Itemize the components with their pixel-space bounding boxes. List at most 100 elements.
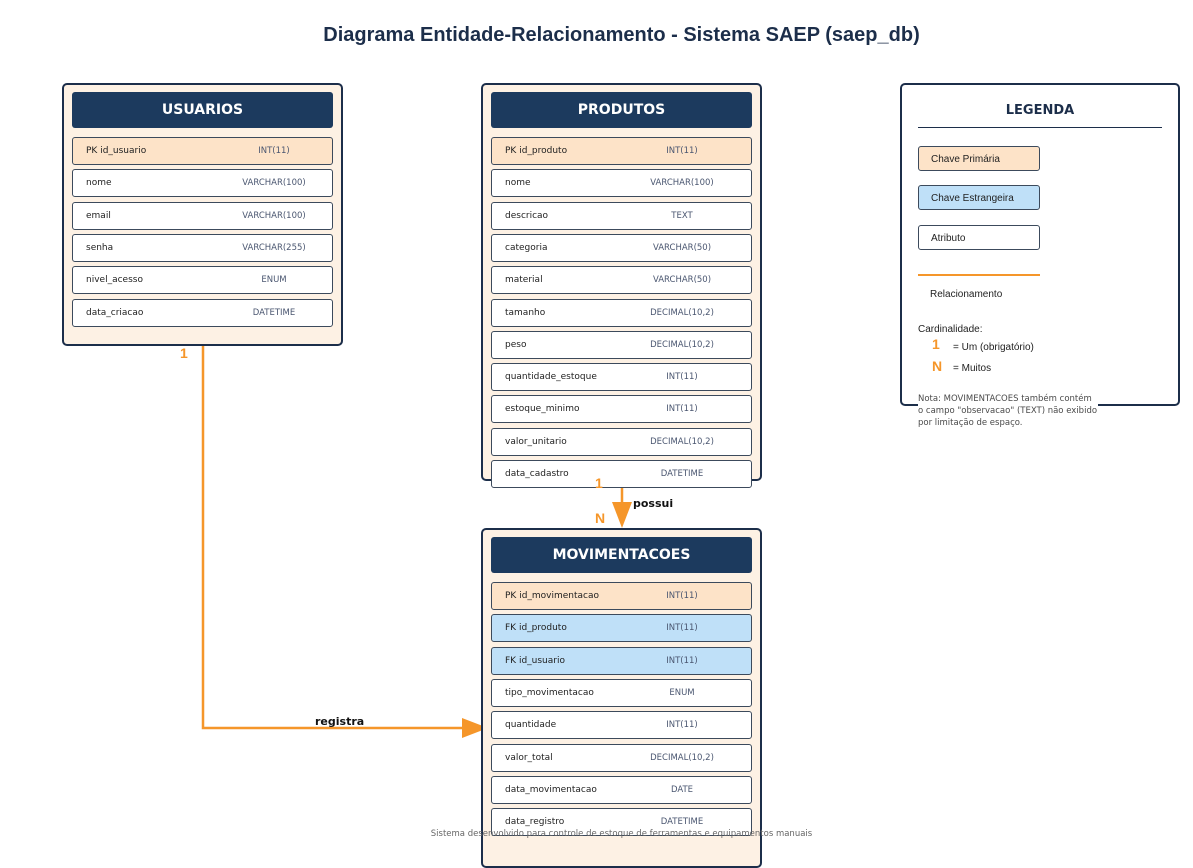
legend-cardinality-label: Cardinalidade: (918, 324, 983, 335)
attribute-type: DECIMAL(10,2) (650, 436, 714, 447)
attribute-name: PK id_movimentacao (505, 591, 600, 601)
legend-divider (918, 127, 1162, 128)
relationship-label-registra: registra (315, 715, 365, 728)
attribute-name: valor_total (505, 752, 553, 763)
attribute-row[interactable]: senha VARCHAR(255) (72, 233, 333, 262)
attribute-name: quantidade (505, 720, 557, 731)
cardinality-produtos-one: 1 (595, 475, 603, 491)
arrowhead-registra (462, 718, 488, 738)
attribute-type: INT(11) (666, 404, 698, 415)
diagram-title: Diagrama Entidade-Relacionamento - Siste… (323, 24, 920, 46)
attribute-type: VARCHAR(50) (652, 242, 712, 253)
cardinality-usuarios-one: 1 (180, 345, 188, 361)
attribute-row[interactable]: quantidade_estoque INT(11) (491, 363, 752, 392)
attribute-type: DATETIME (252, 307, 296, 318)
attribute-row[interactable]: valor_unitario DECIMAL(10,2) (491, 427, 752, 456)
entity-header: PRODUTOS (491, 92, 752, 128)
attribute-type: DECIMAL(10,2) (650, 752, 714, 763)
attribute-type: INT(11) (666, 623, 698, 634)
attribute-name: data_registro (505, 817, 565, 828)
attribute-name: data_criacao (86, 307, 144, 318)
attribute-name: quantidade_estoque (505, 372, 597, 383)
primary-key-row[interactable]: PK id_usuario INT(11) (72, 137, 333, 165)
footer-text: Sistema desenvolvido para controle de es… (430, 829, 813, 839)
attribute-type: INT(11) (666, 591, 698, 601)
attribute-type: ENUM (669, 687, 695, 698)
attribute-name: nivel_acesso (86, 275, 143, 286)
legend-title: LEGENDA (1005, 103, 1075, 118)
attribute-type: DATE (670, 784, 694, 795)
attribute-type: ENUM (261, 275, 287, 286)
attribute-name: peso (505, 339, 527, 350)
cardinality-movimentacoes-many: N (595, 510, 606, 526)
attribute-name: valor_unitario (505, 436, 567, 447)
relationship-label-possui: possui (633, 497, 674, 510)
relationship-line-registra (201, 345, 462, 730)
attribute-type: TEXT (671, 210, 693, 221)
attribute-row[interactable]: quantidade INT(11) (491, 711, 752, 740)
attribute-row[interactable]: descricao TEXT (491, 201, 752, 230)
attribute-row[interactable]: data_movimentacao DATE (491, 775, 752, 804)
attribute-name: senha (86, 242, 114, 253)
attribute-type: INT(11) (666, 372, 698, 383)
attribute-row[interactable]: peso DECIMAL(10,2) (491, 330, 752, 359)
attribute-type: VARCHAR(50) (652, 275, 712, 286)
attribute-row[interactable]: data_criacao DATETIME (72, 298, 333, 327)
legend-one-text: = Um (obrigatório) (953, 342, 1034, 353)
attribute-name: PK id_usuario (86, 146, 147, 156)
attribute-row[interactable]: estoque_minimo INT(11) (491, 395, 752, 424)
attribute-type: INT(11) (666, 720, 698, 731)
legend-many-symbol: N (932, 358, 943, 374)
legend-relationship-line (918, 274, 1040, 276)
attribute-type: DECIMAL(10,2) (650, 307, 714, 318)
legend-panel: LEGENDA Chave Primária Chave Estrangeira… (900, 83, 1180, 406)
attribute-name: FK id_usuario (505, 655, 565, 666)
attribute-name: estoque_minimo (505, 404, 580, 415)
attribute-type: VARCHAR(100) (650, 178, 714, 189)
attribute-type: DATETIME (660, 817, 704, 828)
attribute-row[interactable]: nivel_acesso ENUM (72, 266, 333, 295)
arrowhead-possui (612, 502, 632, 528)
attribute-row[interactable]: tipo_movimentacao ENUM (491, 678, 752, 707)
legend-note: Nota: MOVIMENTACOES também contém o camp… (918, 393, 1098, 429)
attribute-name: email (86, 210, 111, 221)
attribute-name: nome (86, 178, 112, 189)
legend-fk-swatch: Chave Estrangeira (918, 185, 1040, 210)
primary-key-row[interactable]: PK id_produto INT(11) (491, 137, 752, 165)
attribute-name: tipo_movimentacao (505, 687, 594, 698)
entity-header: MOVIMENTACOES (491, 537, 752, 573)
attribute-name: descricao (505, 210, 549, 221)
attribute-type: INT(11) (666, 146, 698, 156)
attribute-type: VARCHAR(100) (242, 210, 306, 221)
attribute-row[interactable]: email VARCHAR(100) (72, 201, 333, 230)
attribute-name: PK id_produto (505, 146, 568, 156)
legend-many-text: = Muitos (953, 363, 992, 374)
primary-key-row[interactable]: PK id_movimentacao INT(11) (491, 582, 752, 610)
attribute-row[interactable]: data_registro DATETIME (491, 808, 752, 837)
legend-pk-swatch: Chave Primária (918, 146, 1040, 171)
legend-relationship-label: Relacionamento (930, 289, 1003, 300)
attribute-row[interactable]: material VARCHAR(50) (491, 266, 752, 295)
attribute-name: data_movimentacao (505, 784, 597, 795)
entity-header: USUARIOS (72, 92, 333, 128)
attribute-name: nome (505, 178, 531, 189)
attribute-type: INT(11) (258, 146, 290, 156)
legend-one-symbol: 1 (932, 336, 940, 352)
attribute-name: material (505, 275, 543, 286)
legend-attr-swatch: Atributo (918, 225, 1040, 250)
attribute-type: VARCHAR(255) (242, 242, 306, 253)
attribute-name: data_cadastro (505, 469, 569, 479)
attribute-row[interactable]: nome VARCHAR(100) (491, 169, 752, 198)
attribute-row[interactable]: valor_total DECIMAL(10,2) (491, 743, 752, 772)
attribute-type: DECIMAL(10,2) (650, 339, 714, 350)
